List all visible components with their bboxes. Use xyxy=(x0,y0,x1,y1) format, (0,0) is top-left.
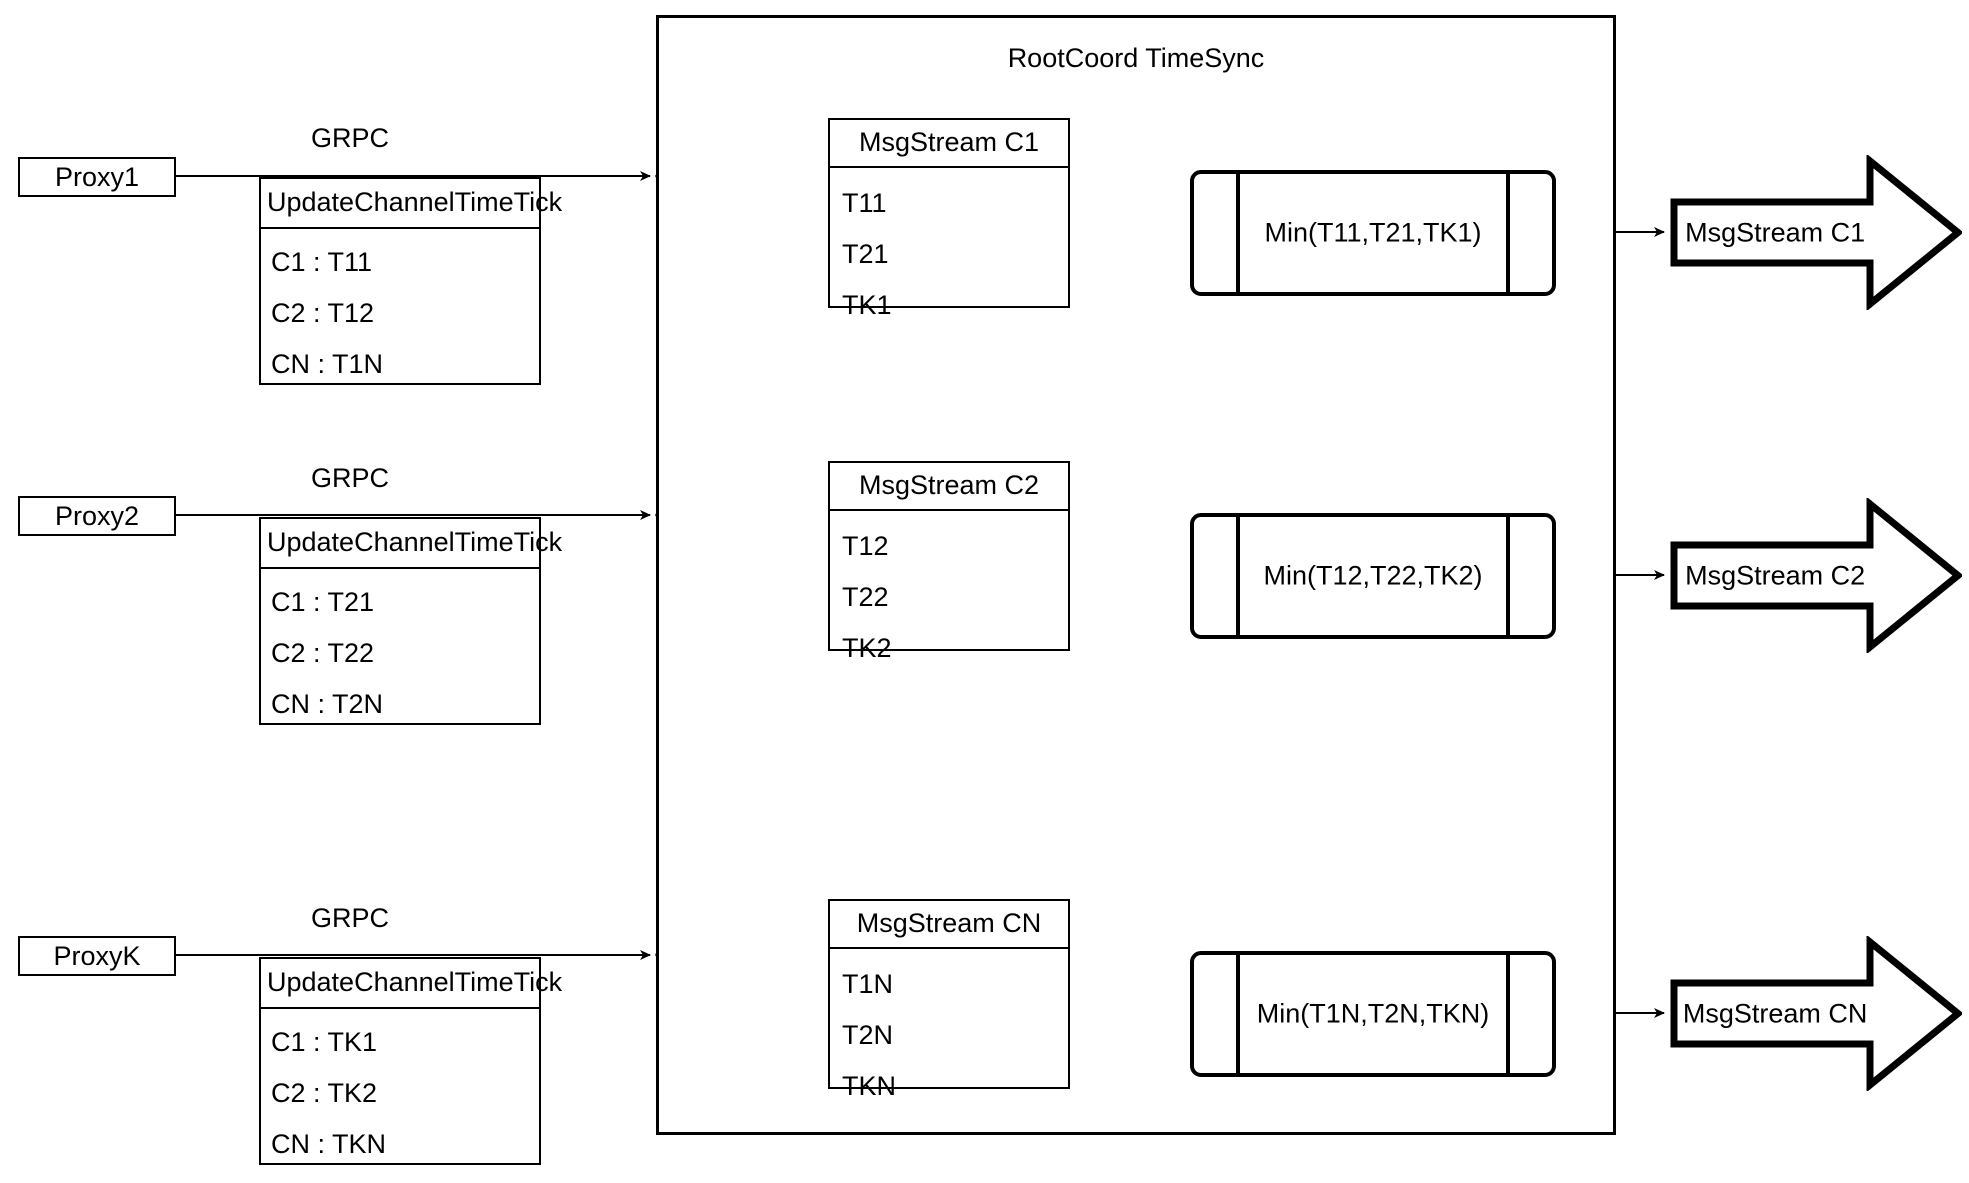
rpc-record-row: C1 : T11 xyxy=(271,247,373,277)
proxy-label-0: Proxy1 xyxy=(54,161,140,192)
msgstream-row: TK1 xyxy=(842,290,892,320)
proxy-box-1[interactable]: Proxy2 xyxy=(18,496,176,536)
msgstream-row: T2N xyxy=(842,1020,894,1050)
grpc-label-2: GRPC xyxy=(310,903,389,933)
proxy-label-2: ProxyK xyxy=(53,940,141,971)
rpc-record-row: C2 : T12 xyxy=(271,298,375,328)
msgstream-row: TK2 xyxy=(842,633,892,663)
msgstream-record-header-0: MsgStream C1 xyxy=(830,120,1068,168)
min-label-2: Min(T1N,T2N,TKN) xyxy=(1256,998,1490,1029)
process-bar-left-icon xyxy=(1236,955,1240,1073)
msgstream-record-body-0: T11 T21 TK1 xyxy=(830,168,1068,335)
msgstream-row: T12 xyxy=(842,531,889,561)
rpc-record-2: UpdateChannelTimeTick C1 : TK1 C2 : TK2 … xyxy=(259,957,562,1165)
msgstream-record-body-2: T1N T2N TKN xyxy=(830,949,1068,1116)
proxy-box-0[interactable]: Proxy1 xyxy=(18,157,176,197)
rpc-record-row: C2 : T22 xyxy=(271,638,375,668)
msgstream-record-header-2: MsgStream CN xyxy=(830,901,1068,949)
rpc-record-0: UpdateChannelTimeTick C1 : T11 C2 : T12 … xyxy=(259,177,562,385)
output-block-arrow-1: MsgStream C2 xyxy=(1670,498,1962,653)
msgstream-row: T22 xyxy=(842,582,889,612)
process-bar-right-icon xyxy=(1506,955,1510,1073)
rpc-record-row: CN : T1N xyxy=(271,349,384,379)
rpc-record-header-1: UpdateChannelTimeTick xyxy=(261,519,562,569)
msgstream-record-header-1: MsgStream C2 xyxy=(830,463,1068,511)
rpc-record-header-2: UpdateChannelTimeTick xyxy=(261,959,562,1009)
rootcoord-timesync-title: RootCoord TimeSync xyxy=(1007,43,1265,73)
output-block-arrow-0: MsgStream C1 xyxy=(1670,155,1962,310)
process-bar-right-icon xyxy=(1506,174,1510,292)
block-arrow-shape-icon xyxy=(1670,936,1962,1091)
min-process-2: Min(T1N,T2N,TKN) xyxy=(1190,951,1556,1077)
grpc-label-0: GRPC xyxy=(310,123,389,153)
output-block-arrow-2: MsgStream CN xyxy=(1670,936,1962,1091)
process-bar-right-icon xyxy=(1506,517,1510,635)
block-arrow-shape-icon xyxy=(1670,498,1962,653)
rpc-record-row: C1 : T21 xyxy=(271,587,375,617)
msgstream-record-0: MsgStream C1 T11 T21 TK1 xyxy=(828,118,1070,320)
rpc-record-body-2: C1 : TK1 C2 : TK2 CN : TKN xyxy=(261,1009,539,1176)
output-label-0: MsgStream C1 xyxy=(1685,217,1866,247)
msgstream-row: T11 xyxy=(842,188,887,218)
proxy-box-2[interactable]: ProxyK xyxy=(18,936,176,976)
min-process-0: Min(T11,T21,TK1) xyxy=(1190,170,1556,296)
rpc-record-1: UpdateChannelTimeTick C1 : T21 C2 : T22 … xyxy=(259,517,562,725)
grpc-label-1: GRPC xyxy=(310,463,389,493)
min-label-1: Min(T12,T22,TK2) xyxy=(1263,560,1483,591)
output-label-1: MsgStream C2 xyxy=(1685,560,1866,590)
min-label-0: Min(T11,T21,TK1) xyxy=(1264,217,1482,248)
msgstream-record-1: MsgStream C2 T12 T22 TK2 xyxy=(828,461,1070,663)
rpc-record-body-0: C1 : T11 C2 : T12 CN : T1N xyxy=(261,229,539,396)
rpc-record-header-0: UpdateChannelTimeTick xyxy=(261,179,562,229)
process-bar-left-icon xyxy=(1236,517,1240,635)
msgstream-record-2: MsgStream CN T1N T2N TKN xyxy=(828,899,1070,1101)
rpc-record-row: CN : TKN xyxy=(271,1129,387,1159)
msgstream-row: TKN xyxy=(842,1071,896,1101)
min-process-1: Min(T12,T22,TK2) xyxy=(1190,513,1556,639)
msgstream-row: T21 xyxy=(842,239,889,269)
block-arrow-shape-icon xyxy=(1670,155,1962,310)
process-bar-left-icon xyxy=(1236,174,1240,292)
rpc-record-row: C2 : TK2 xyxy=(271,1078,378,1108)
rpc-record-body-1: C1 : T21 C2 : T22 CN : T2N xyxy=(261,569,539,736)
msgstream-row: T1N xyxy=(842,969,894,999)
rpc-record-row: C1 : TK1 xyxy=(271,1027,378,1057)
rpc-record-row: CN : T2N xyxy=(271,689,384,719)
proxy-label-1: Proxy2 xyxy=(54,500,140,531)
msgstream-record-body-1: T12 T22 TK2 xyxy=(830,511,1068,678)
output-label-2: MsgStream CN xyxy=(1682,998,1868,1028)
